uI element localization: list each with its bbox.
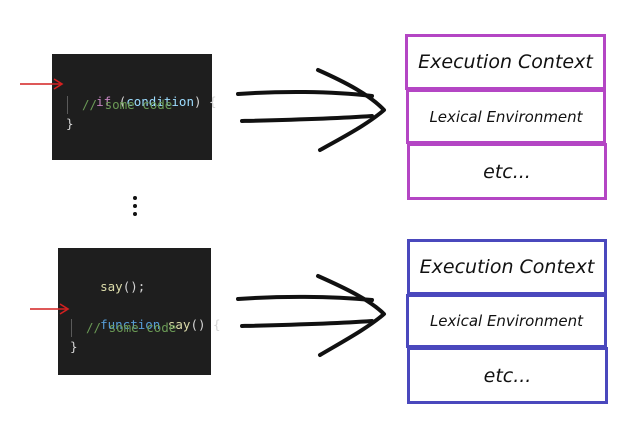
indent-guide [71,319,72,337]
function-name: say [167,317,191,332]
keyword-function: function [100,317,161,332]
lexical-environment-box: Lexical Environment [406,294,607,348]
ellipsis-dot [133,204,137,208]
execution-context-label: Execution Context [418,51,593,73]
call-parens: (); [122,279,146,294]
code-comment: // some code [86,320,177,335]
execution-context-label: Execution Context [419,256,595,278]
code-comment: // some code [82,97,173,112]
etc-box: etc... [407,143,607,200]
paren-close-brace: ) { [193,94,217,109]
call-say: say [100,279,123,294]
etc-label: etc... [483,160,531,183]
closing-brace: } [66,116,74,131]
etc-box: etc... [407,347,608,404]
etc-label: etc... [483,364,532,387]
implies-arrow-2 [236,274,386,357]
closing-brace: } [70,339,78,354]
code-line-call: say(); [70,263,145,311]
lexical-environment-label: Lexical Environment [429,107,583,126]
red-pointer-arrow-1 [20,78,64,90]
execution-context-box: Execution Context [407,239,607,295]
code-block-if: if (condition) { // some code } [52,54,217,160]
keyword-if: if [96,94,112,109]
function-params: () { [190,317,221,332]
lexical-environment-box: Lexical Environment [406,89,606,144]
ellipsis-dot [133,196,137,200]
paren-open: ( [111,94,127,109]
identifier-condition: condition [126,94,194,109]
red-pointer-arrow-2 [30,303,70,315]
code-block-function: say(); function say() { // some code } [58,248,221,375]
ellipsis-dot [133,212,137,216]
indent-guide [67,96,68,114]
lexical-environment-label: Lexical Environment [429,312,584,330]
code-line-function: function say() { [70,301,221,349]
implies-arrow-1 [236,68,386,152]
execution-context-box: Execution Context [405,34,606,90]
code-line-if: if (condition) { [66,78,217,126]
